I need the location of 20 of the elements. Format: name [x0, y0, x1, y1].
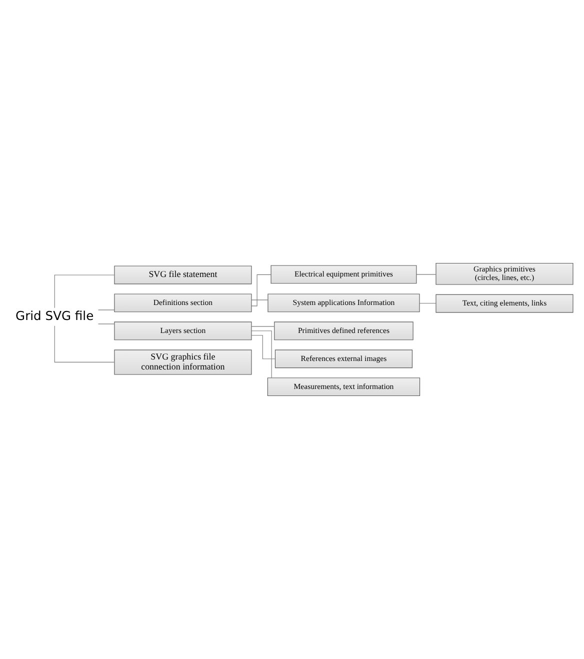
node-box: Primitives defined references: [274, 322, 414, 340]
node-box: References external images: [274, 350, 412, 368]
node-text: Grid SVG file: [16, 309, 94, 324]
node-box: Graphics primitives (circles, lines, etc.): [436, 262, 574, 285]
connector: [54, 326, 115, 362]
node-box: Layers section: [114, 322, 252, 340]
connector: [419, 302, 436, 304]
node-box: Definitions section: [114, 294, 252, 312]
node-box: System applications Information: [268, 294, 420, 312]
connector: [251, 326, 275, 327]
node-box: Electrical equipment primitives: [270, 265, 417, 284]
node-box: SVG graphics file connection information: [114, 350, 252, 375]
node-box: Text, citing elements, links: [436, 294, 574, 313]
connector: [251, 330, 272, 378]
connector: [251, 274, 272, 306]
node-box: SVG file statement: [114, 266, 252, 284]
connector: [54, 274, 115, 308]
node-box: Measurements, text information: [267, 378, 420, 396]
connector: [251, 335, 276, 360]
connector: [416, 274, 436, 275]
